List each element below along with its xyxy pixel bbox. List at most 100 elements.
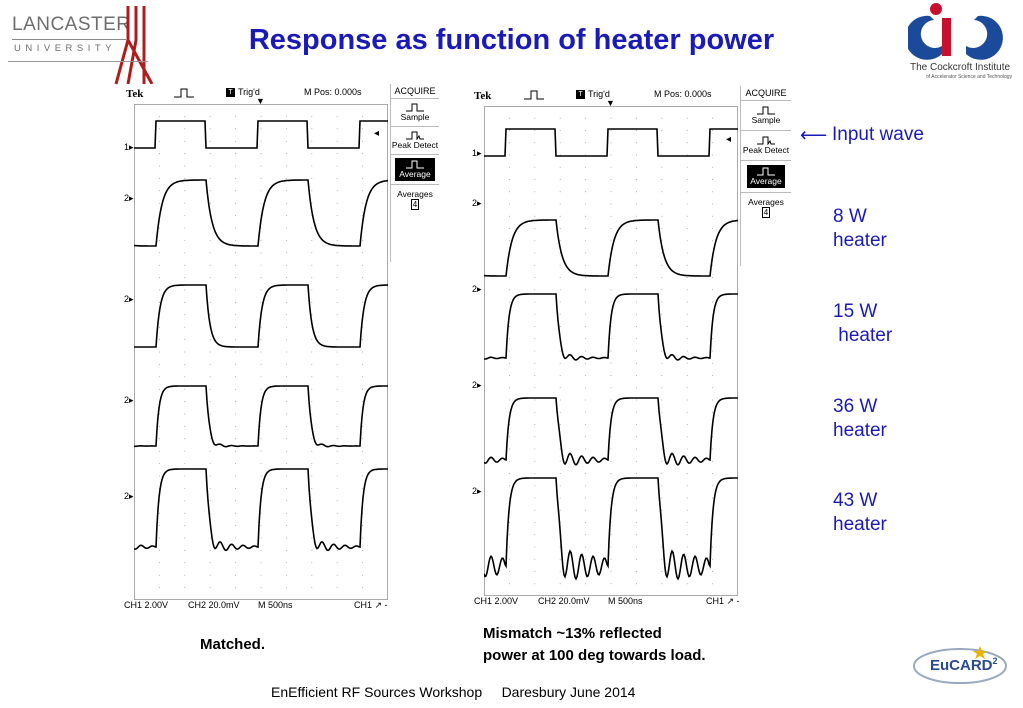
graticule-dot: [559, 264, 561, 266]
graticule-dot: [311, 475, 313, 477]
graticule-dot: [712, 558, 714, 560]
graticule-dot: [534, 546, 536, 548]
graticule-dot: [285, 202, 287, 204]
graticule-dot: [158, 153, 160, 155]
graticule-dot: [362, 190, 364, 192]
graticule-dot: [209, 450, 211, 452]
graticule-dot: [184, 413, 186, 415]
graticule-dot: [534, 338, 536, 340]
graticule-dot: [311, 537, 313, 539]
graticule-dot: [635, 362, 637, 364]
graticule-dot: [184, 475, 186, 477]
graticule-dot: [585, 448, 587, 450]
graticule-dot: [712, 166, 714, 168]
graticule-dot: [661, 166, 663, 168]
graticule-dot: [285, 128, 287, 130]
graticule-dot: [508, 166, 510, 168]
graticule-dot: [311, 289, 313, 291]
graticule-border: [134, 104, 388, 600]
menu-item-averages[interactable]: Averages 4: [741, 193, 791, 221]
graticule-dot: [285, 425, 287, 427]
graticule-dot: [184, 463, 186, 465]
graticule-dot: [209, 475, 211, 477]
graticule-dot: [336, 153, 338, 155]
graticule-dot: [158, 128, 160, 130]
graticule-dot: [712, 375, 714, 376]
graticule-dot: [534, 448, 536, 450]
graticule-dot: [336, 574, 338, 576]
trace-43w: [134, 468, 388, 552]
graticule-dot: [336, 463, 338, 465]
graticule-dot: [610, 130, 612, 131]
acquire-menu: ACQUIRE Sample Peak Detect Average Avera…: [390, 84, 439, 262]
graticule-dot: [311, 450, 313, 452]
graticule-dot: [686, 558, 688, 560]
graticule-dot: [311, 165, 313, 167]
graticule-dot: [610, 338, 612, 340]
graticule-dot: [585, 166, 587, 168]
menu-item-averages[interactable]: Averages 4: [391, 185, 439, 213]
trigger-status: Trig'd: [588, 89, 610, 99]
graticule-dot: [285, 165, 287, 167]
graticule-dot: [610, 228, 612, 229]
graticule-dot: [158, 227, 160, 229]
graticule-dot: [235, 487, 237, 489]
graticule-dot: [362, 574, 364, 576]
menu-item-peak-detect[interactable]: Peak Detect: [741, 131, 791, 161]
graticule-dot: [260, 587, 262, 589]
graticule-dot: [158, 549, 160, 551]
menu-item-average[interactable]: Average: [741, 161, 791, 193]
lancaster-emblem-icon: [114, 6, 154, 85]
graticule-dot: [362, 140, 364, 142]
graticule-dot: [585, 203, 587, 205]
graticule-dot: [260, 450, 262, 452]
graticule-dot: [260, 239, 262, 241]
ch2-scale: CH2 20.0mV: [188, 600, 240, 610]
menu-item-sample[interactable]: Sample: [391, 99, 439, 127]
trace-8w: [134, 179, 388, 247]
graticule-dot: [610, 534, 612, 536]
graticule-dot: [235, 227, 237, 229]
peak-detect-icon: [757, 136, 775, 145]
menu-averages-label: Averages: [397, 189, 433, 199]
graticule-dot: [209, 363, 211, 365]
graticule-dot: [585, 411, 587, 413]
menu-item-sample[interactable]: Sample: [741, 101, 791, 131]
trace-43w: [484, 477, 738, 581]
graticule-dot: [610, 583, 612, 585]
graticule-dot: [311, 463, 313, 465]
graticule-dot: [184, 388, 186, 390]
graticule-dot: [686, 215, 688, 217]
label-36w-heater: 36 W heater: [833, 396, 887, 441]
graticule-dot: [362, 153, 364, 155]
graticule-dot: [184, 525, 186, 527]
graticule-dot: [585, 240, 587, 242]
menu-item-peak-detect[interactable]: Peak Detect: [391, 127, 439, 155]
graticule-dot: [285, 301, 287, 303]
graticule-dot: [661, 301, 663, 303]
graticule-dot: [712, 534, 714, 536]
graticule-dot: [686, 583, 688, 585]
menu-item-average[interactable]: Average: [391, 155, 439, 185]
graticule-dot: [184, 438, 186, 440]
graticule-dot: [260, 190, 262, 192]
graticule-dot: [336, 115, 338, 117]
graticule-dot: [635, 264, 637, 266]
graticule-dot: [686, 203, 688, 205]
graticule-dot: [686, 338, 688, 340]
trigger-status-icon: T: [576, 90, 585, 99]
graticule-dot: [362, 301, 364, 303]
graticule-dot: [508, 326, 510, 327]
graticule-dot: [661, 571, 663, 572]
graticule-dot: [311, 587, 313, 589]
graticule-dot: [235, 574, 237, 576]
graticule-dot: [508, 130, 510, 131]
graticule-dot: [686, 497, 688, 499]
graticule-dot: [158, 239, 160, 241]
graticule-dot: [362, 549, 364, 551]
graticule-dot: [585, 485, 587, 487]
graticule-dot: [585, 142, 587, 144]
graticule-dot: [686, 534, 688, 536]
graticule-dot: [184, 376, 186, 378]
graticule-dot: [686, 424, 688, 425]
